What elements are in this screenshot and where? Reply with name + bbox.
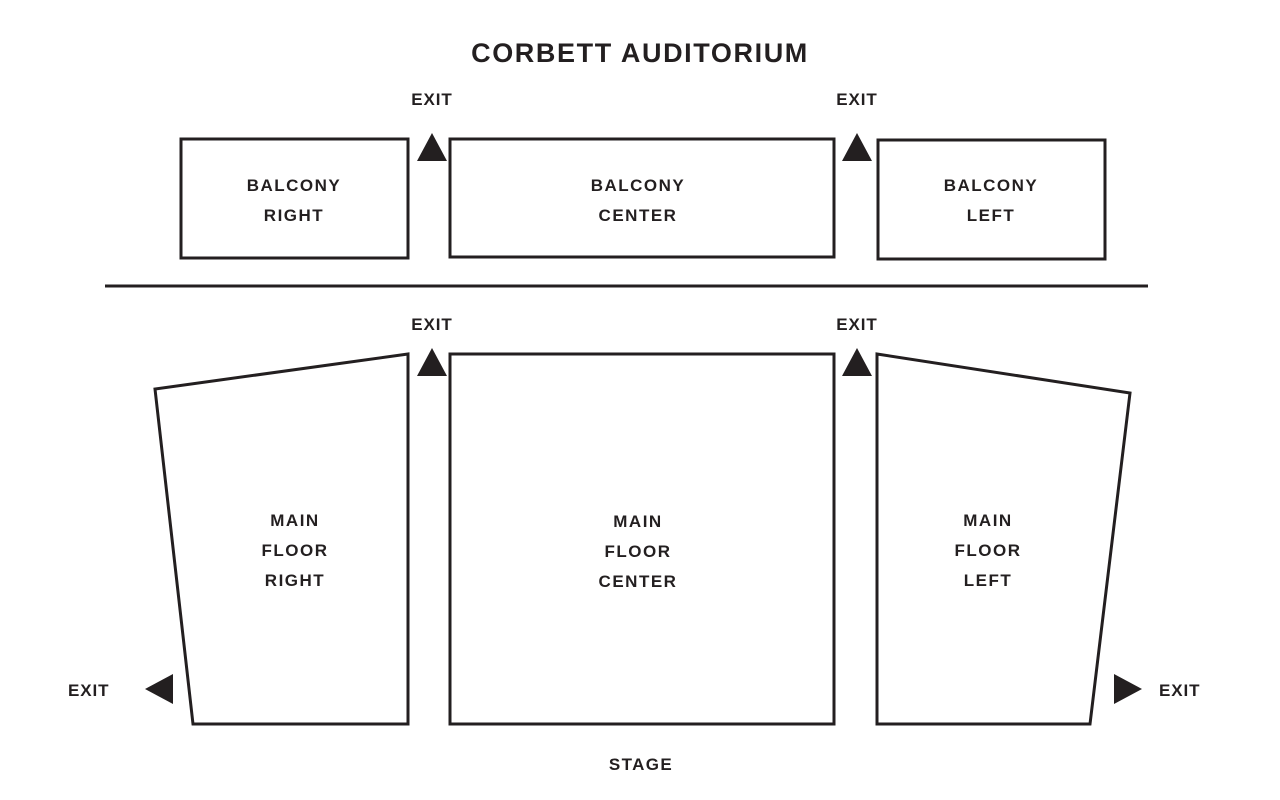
section-balcony-left-label-line1: BALCONY bbox=[944, 176, 1039, 195]
section-balcony-center-label-line2: CENTER bbox=[599, 206, 678, 225]
exit-arrow-up-icon[interactable] bbox=[842, 133, 872, 161]
section-main-floor-right-label-line2: FLOOR bbox=[262, 541, 329, 560]
stage-label: STAGE bbox=[609, 755, 673, 774]
section-main-floor-right-label-line3: RIGHT bbox=[265, 571, 325, 590]
main-floor-level-group: MAIN FLOOR RIGHT MAIN FLOOR CENTER MAIN … bbox=[68, 315, 1200, 774]
section-main-floor-center-label-line1: MAIN bbox=[613, 512, 662, 531]
section-balcony-center[interactable]: BALCONY CENTER bbox=[448, 137, 836, 259]
main-floor-right-exit-label: EXIT bbox=[411, 315, 452, 334]
balcony-right-exit[interactable]: EXIT bbox=[411, 90, 452, 161]
exit-arrow-up-icon[interactable] bbox=[842, 348, 872, 376]
section-balcony-left[interactable]: BALCONY LEFT bbox=[876, 138, 1107, 261]
balcony-level-group: BALCONY RIGHT BALCONY CENTER BALCONY LEF… bbox=[179, 90, 1107, 261]
section-main-floor-center[interactable]: MAIN FLOOR CENTER bbox=[448, 352, 836, 726]
exit-arrow-right-icon[interactable] bbox=[1114, 674, 1142, 704]
balcony-right-exit-label: EXIT bbox=[411, 90, 452, 109]
main-floor-far-right-exit-label: EXIT bbox=[68, 681, 109, 700]
main-floor-right-exit[interactable]: EXIT bbox=[411, 315, 452, 376]
section-main-floor-center-label-line2: FLOOR bbox=[605, 542, 672, 561]
section-main-floor-right-shape[interactable] bbox=[153, 352, 410, 726]
section-main-floor-left-shape[interactable] bbox=[875, 352, 1132, 726]
section-main-floor-left-label-line2: FLOOR bbox=[955, 541, 1022, 560]
section-balcony-left-label-line2: LEFT bbox=[967, 206, 1016, 225]
section-balcony-right[interactable]: BALCONY RIGHT bbox=[179, 137, 410, 260]
exit-arrow-up-icon[interactable] bbox=[417, 348, 447, 376]
section-main-floor-left-label-line3: LEFT bbox=[964, 571, 1013, 590]
main-floor-far-right-exit[interactable]: EXIT bbox=[68, 674, 173, 704]
main-floor-left-exit-label: EXIT bbox=[836, 315, 877, 334]
main-floor-left-exit[interactable]: EXIT bbox=[836, 315, 877, 376]
section-main-floor-right[interactable]: MAIN FLOOR RIGHT bbox=[153, 352, 410, 726]
exit-arrow-left-icon[interactable] bbox=[145, 674, 173, 704]
section-main-floor-left-label-line1: MAIN bbox=[963, 511, 1012, 530]
balcony-left-exit[interactable]: EXIT bbox=[836, 90, 877, 161]
section-main-floor-left[interactable]: MAIN FLOOR LEFT bbox=[875, 352, 1132, 726]
section-main-floor-center-label-line3: CENTER bbox=[599, 572, 678, 591]
section-balcony-right-label-line2: RIGHT bbox=[264, 206, 324, 225]
section-balcony-center-label-line1: BALCONY bbox=[591, 176, 686, 195]
section-main-floor-center-shape[interactable] bbox=[448, 352, 836, 726]
page-title: CORBETT AUDITORIUM bbox=[471, 38, 809, 68]
balcony-left-exit-label: EXIT bbox=[836, 90, 877, 109]
main-floor-far-left-exit[interactable]: EXIT bbox=[1114, 674, 1200, 704]
section-balcony-right-label-line1: BALCONY bbox=[247, 176, 342, 195]
section-balcony-center-shape[interactable] bbox=[448, 137, 836, 259]
section-main-floor-right-label-line1: MAIN bbox=[270, 511, 319, 530]
section-balcony-left-shape[interactable] bbox=[876, 138, 1107, 261]
main-floor-far-left-exit-label: EXIT bbox=[1159, 681, 1200, 700]
exit-arrow-up-icon[interactable] bbox=[417, 133, 447, 161]
section-balcony-right-shape[interactable] bbox=[179, 137, 410, 260]
